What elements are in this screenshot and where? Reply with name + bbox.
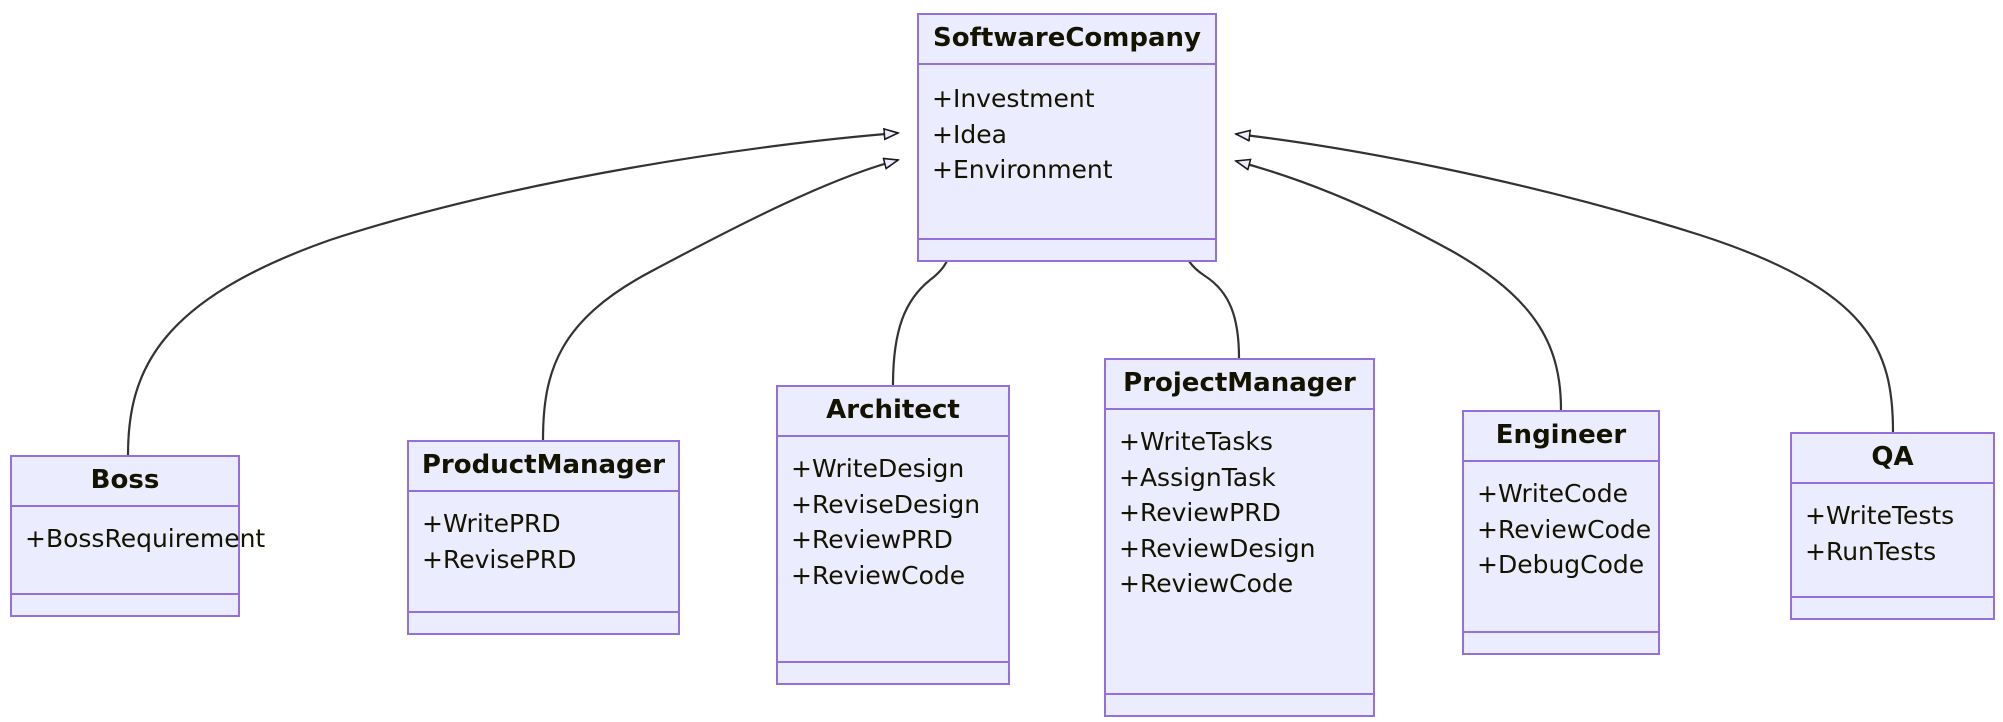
- class-methods-engineer: [1464, 633, 1658, 653]
- class-box-softwarecompany[interactable]: SoftwareCompany +Investment +Idea +Envir…: [917, 13, 1217, 262]
- class-methods-boss: [12, 595, 238, 615]
- attribute-row: +ReviseDesign: [791, 489, 981, 519]
- attribute-row: +ReviewCode: [791, 560, 966, 590]
- class-box-engineer[interactable]: Engineer +WriteCode +ReviewCode +DebugCo…: [1462, 410, 1660, 655]
- class-attributes-productmanager: +WritePRD +RevisePRD: [409, 492, 678, 613]
- class-methods-qa: [1792, 598, 1993, 618]
- attribute-row: +ReviewPRD: [1119, 498, 1281, 527]
- class-methods-projectmanager: [1106, 695, 1373, 715]
- class-attributes-engineer: +WriteCode +ReviewCode +DebugCode: [1464, 462, 1658, 633]
- attribute-row: +RunTests: [1805, 536, 1937, 566]
- attribute-row: +ReviewCode: [1477, 514, 1652, 544]
- attribute-row: +WriteDesign: [791, 454, 965, 483]
- attribute-row: +WriteTasks: [1119, 427, 1273, 456]
- class-attributes-boss: +BossRequirement: [12, 507, 266, 595]
- attribute-row: +DebugCode: [1477, 550, 1645, 579]
- class-attributes-projectmanager: +WriteTasks +AssignTask +ReviewPRD +Revi…: [1106, 410, 1373, 695]
- class-methods-architect: [778, 663, 1008, 683]
- class-methods-softwarecompany: [919, 240, 1215, 260]
- class-title-engineer: Engineer: [1464, 412, 1658, 462]
- class-title-architect: Architect: [778, 387, 1008, 437]
- attribute-row: +ReviewDesign: [1119, 533, 1316, 563]
- attribute-row: +AssignTask: [1119, 462, 1276, 492]
- class-title-qa: QA: [1792, 434, 1993, 484]
- attribute-row: +WriteCode: [1477, 479, 1628, 508]
- class-title-boss: Boss: [12, 457, 238, 507]
- class-title-productmanager: ProductManager: [409, 442, 678, 492]
- attribute-row: +BossRequirement: [25, 524, 266, 553]
- attribute-row: +Idea: [932, 119, 1007, 149]
- class-attributes-softwarecompany: +Investment +Idea +Environment: [919, 65, 1215, 240]
- class-attributes-architect: +WriteDesign +ReviseDesign +ReviewPRD +R…: [778, 437, 1008, 663]
- class-box-boss[interactable]: Boss +BossRequirement: [10, 455, 266, 617]
- attribute-row: +Investment: [932, 84, 1095, 113]
- attribute-row: +WritePRD: [422, 509, 561, 538]
- attribute-row: +RevisePRD: [422, 544, 577, 574]
- attribute-row: +WriteTests: [1805, 501, 1955, 530]
- edge-architect-to-softwarecompany: [891, 243, 951, 386]
- attribute-row: +Environment: [932, 155, 1113, 184]
- class-box-projectmanager[interactable]: ProjectManager +WriteTasks +AssignTask +…: [1104, 358, 1375, 717]
- attribute-row: +ReviewPRD: [791, 525, 953, 554]
- class-title-projectmanager: ProjectManager: [1106, 360, 1373, 410]
- class-methods-productmanager: [409, 613, 678, 633]
- attribute-row: +ReviewCode: [1119, 569, 1294, 598]
- class-attributes-qa: +WriteTests +RunTests: [1792, 484, 1993, 598]
- class-box-productmanager[interactable]: ProductManager +WritePRD +RevisePRD: [407, 440, 680, 635]
- class-box-qa[interactable]: QA +WriteTests +RunTests: [1790, 432, 1995, 620]
- class-title-softwarecompany: SoftwareCompany: [919, 15, 1215, 65]
- class-box-architect[interactable]: Architect +WriteDesign +ReviseDesign +Re…: [776, 385, 1010, 685]
